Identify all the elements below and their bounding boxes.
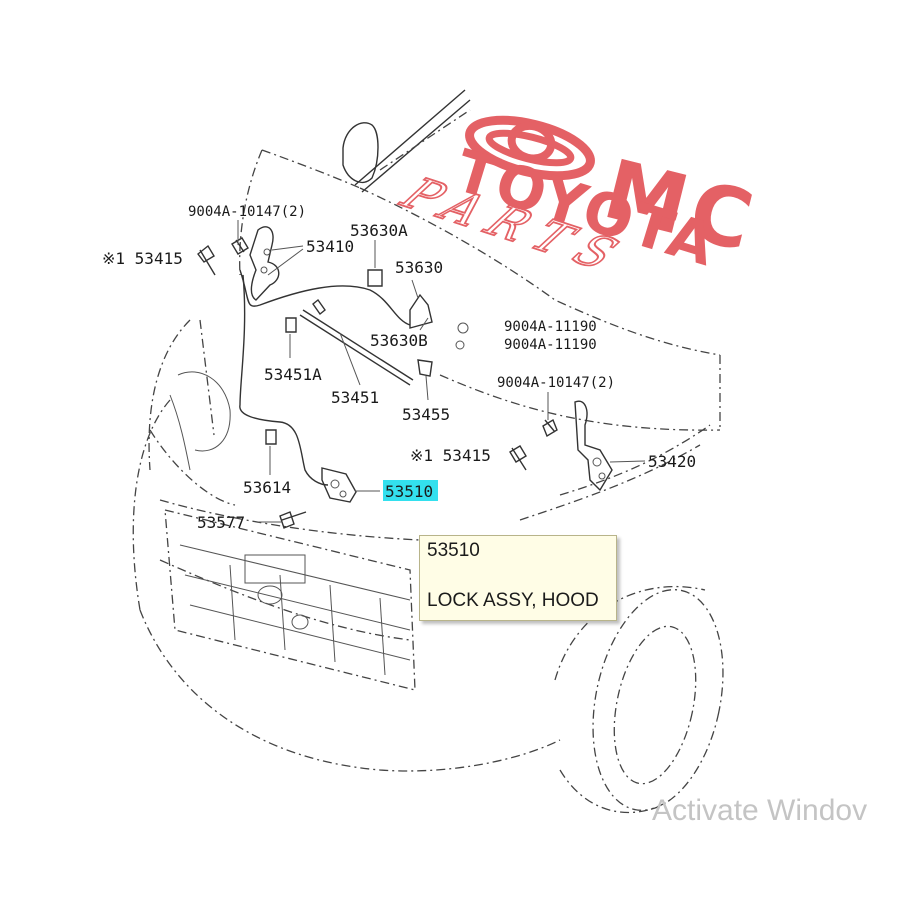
part-label-53614[interactable]: 53614 xyxy=(243,478,291,497)
part-label-53577[interactable]: 53577 xyxy=(197,513,245,532)
part-label-53420[interactable]: 53420 xyxy=(648,452,696,471)
part-label-53451[interactable]: 53451 xyxy=(331,388,379,407)
selected-part-highlight xyxy=(383,480,438,501)
part-labels: 9004A-10147(2) ※1 53415 53410 53630A 536… xyxy=(102,204,696,532)
part-label-9004a-10147-lower[interactable]: 9004A-10147(2) xyxy=(497,375,615,391)
part-label-53630[interactable]: 53630 xyxy=(395,258,443,277)
part-tooltip: 53510 LOCK ASSY, HOOD xyxy=(419,535,617,621)
toyota-parts-logo: MC TOYOTA PARTS xyxy=(389,115,767,285)
activate-windows-watermark: Activate Windov xyxy=(652,794,868,827)
part-label-53415-upper[interactable]: ※1 53415 xyxy=(102,249,183,268)
part-label-53630a[interactable]: 53630A xyxy=(350,221,408,240)
part-label-53630b[interactable]: 53630B xyxy=(370,331,428,350)
part-label-9004a-11190-b[interactable]: 9004A-11190 xyxy=(504,337,597,353)
part-label-9004a-11190-a[interactable]: 9004A-11190 xyxy=(504,319,597,335)
part-label-53510[interactable]: 53510 xyxy=(385,482,433,501)
part-label-53415-lower[interactable]: ※1 53415 xyxy=(410,446,491,465)
toyota-emblem-icon xyxy=(465,115,595,181)
part-label-53451a[interactable]: 53451A xyxy=(264,365,322,384)
part-label-53455[interactable]: 53455 xyxy=(402,405,450,424)
car-body-outline xyxy=(132,89,724,814)
tooltip-part-number: 53510 xyxy=(427,540,480,561)
leader-lines xyxy=(237,220,646,523)
part-label-53410[interactable]: 53410 xyxy=(306,237,354,256)
tooltip-part-description: LOCK ASSY, HOOD xyxy=(427,590,599,611)
part-label-9004a-10147-upper[interactable]: 9004A-10147(2) xyxy=(188,204,306,220)
